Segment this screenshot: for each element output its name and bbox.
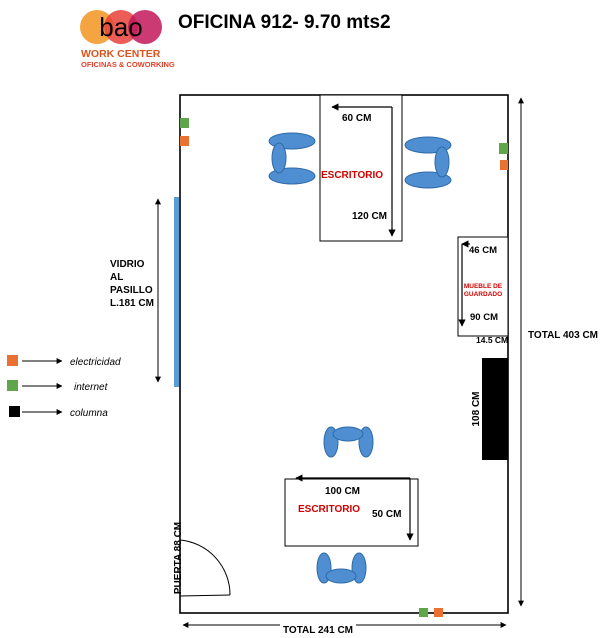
window-label-1: VIDRIO (110, 259, 145, 270)
column-label: 108 CM (471, 391, 482, 426)
internet-port-icon (499, 143, 508, 154)
window-label-3: PASILLO (110, 285, 153, 296)
electricity-outlet-icon (434, 608, 443, 617)
internet-port-icon (180, 118, 189, 128)
internet-port-icon (419, 608, 428, 617)
internet-port-icon (7, 380, 18, 391)
door (179, 539, 231, 597)
legend-internet-label: internet (74, 382, 109, 393)
chair-middle (323, 426, 374, 458)
legend: electricidad internet columna (7, 355, 121, 419)
logo-letters: bao (99, 12, 142, 42)
window-glass (174, 197, 179, 387)
desk-bottom-width-label: 100 CM (325, 486, 360, 497)
desk-top-length-label: 120 CM (352, 211, 387, 222)
total-width-label: TOTAL 241 CM (283, 625, 353, 636)
logo-line2: OFICINAS & COWORKING (81, 60, 175, 69)
bao-logo: bao WORK CENTER OFICINAS & COWORKING (80, 10, 175, 69)
column-icon (9, 406, 20, 417)
electricity-outlet-icon (180, 136, 189, 146)
cabinet-label-2: GUARDADO (464, 291, 502, 298)
chair-top-right (404, 136, 452, 189)
chair-bottom (316, 552, 367, 584)
desk-bottom (284, 478, 419, 547)
door-label: PUERTA 88 CM (173, 522, 184, 594)
desk-top-label: ESCRITORIO (321, 170, 383, 181)
window-label-2: AL (110, 272, 123, 283)
legend-column-label: columna (70, 408, 108, 419)
desk-top-width-label: 60 CM (342, 113, 371, 124)
desk-bottom-label: ESCRITORIO (298, 504, 360, 515)
legend-electricity-label: electricidad (70, 357, 121, 368)
desk-top (319, 94, 403, 242)
electricity-outlet-icon (500, 160, 508, 170)
storage-cabinet (457, 236, 509, 337)
chair-top-left (268, 132, 316, 185)
cabinet-length-label: 90 CM (470, 312, 498, 323)
logo-line1: WORK CENTER (81, 48, 161, 60)
desk-bottom-depth-label: 50 CM (372, 509, 401, 520)
column-icon (482, 358, 508, 460)
cabinet-depth-label: 14.5 CM (476, 335, 508, 345)
cabinet-label-1: MUEBLE DE (464, 283, 503, 290)
window-label-4: L.181 CM (110, 298, 154, 309)
total-height-label: TOTAL 403 CM (528, 330, 598, 341)
page-title: OFICINA 912- 9.70 mts2 (178, 12, 391, 33)
electricity-outlet-icon (7, 355, 18, 366)
cabinet-width-label: 46 CM (469, 245, 497, 256)
